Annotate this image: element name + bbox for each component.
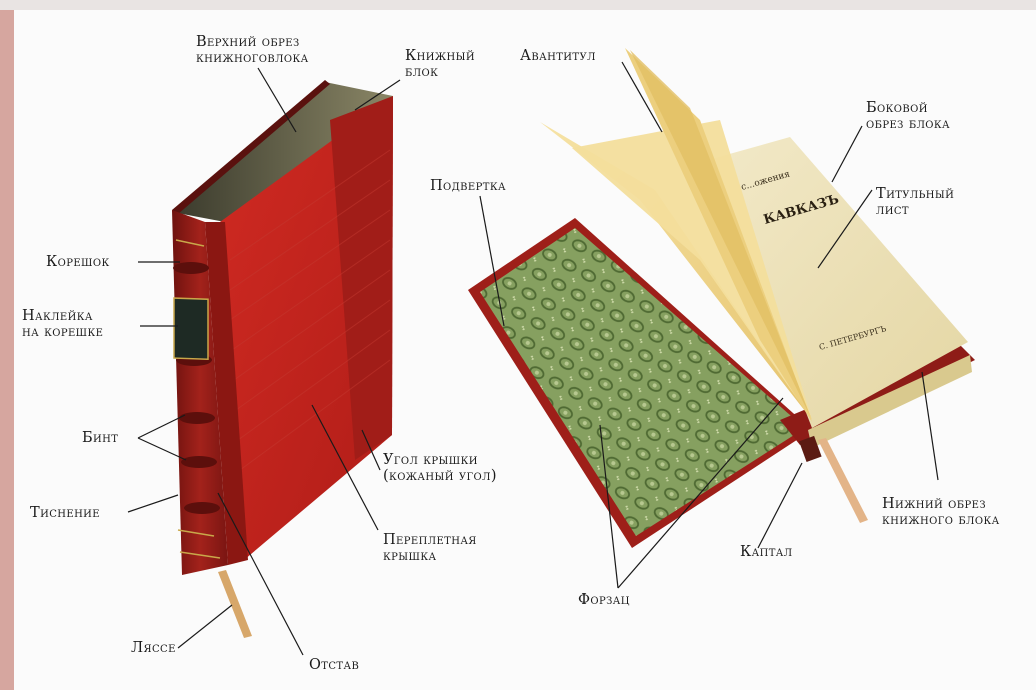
ribbon-shape <box>218 570 252 638</box>
label-endpaper: Форзац <box>578 592 630 608</box>
label-top-edge: Верхний обрез книжноговлока <box>196 34 309 66</box>
label-fore-edge: Боковой обрез блока <box>866 100 950 132</box>
label-hinge: Отстав <box>309 657 359 673</box>
label-spine-label: Наклейка на корешке <box>22 308 103 340</box>
label-bottom-edge: Нижний обрез книжного блока <box>882 496 1000 528</box>
label-spine: Корешок <box>46 254 110 270</box>
label-cover: Переплетная крышка <box>383 532 477 564</box>
label-embossing: Тиснение <box>30 505 100 521</box>
label-book-block: Книжный блок <box>405 48 475 80</box>
label-turn-in: Подвертка <box>430 178 506 194</box>
closed-book <box>172 80 393 638</box>
right-ribbon-shape <box>818 438 868 523</box>
label-half-title: Авантитул <box>520 48 596 64</box>
label-title-page: Титульный лист <box>876 186 954 218</box>
label-headband: Каптал <box>740 544 793 560</box>
label-ribbon: Ляссе <box>131 640 176 656</box>
spine-label-shape <box>174 298 208 359</box>
label-band: Бинт <box>82 430 118 446</box>
label-corner: Угол крышки (кожаный угол) <box>383 452 497 484</box>
